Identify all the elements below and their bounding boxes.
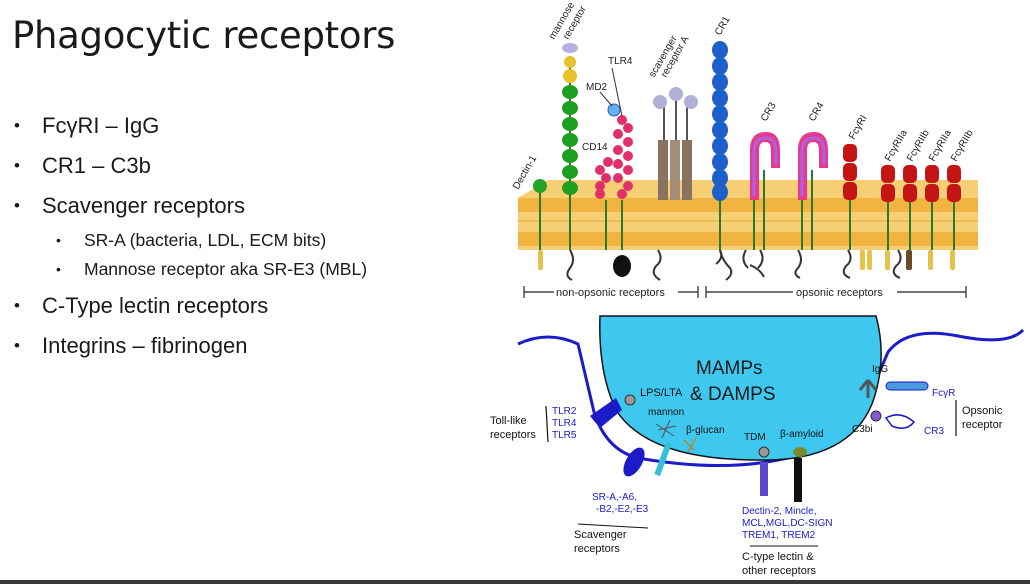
label-bamyloid: β-amyloid: [780, 429, 824, 440]
c3bi-ligand: [870, 410, 882, 422]
label-tlr5: TLR5: [552, 430, 577, 441]
tdm-ligand: [758, 446, 770, 458]
label-fcgriib-2: FcγRIIb: [949, 128, 976, 164]
slide-title: Phagocytic receptors: [12, 14, 396, 57]
label-dectin2-a: Dectin-2, Mincle,: [742, 506, 816, 517]
damps-title: & DAMPS: [690, 384, 776, 405]
cr4-receptor: [798, 132, 828, 250]
clr-receptor-shape: [794, 458, 802, 502]
label-bglucan: β-glucan: [686, 425, 725, 436]
igg-shape: [858, 379, 878, 398]
label-fcgr: FcγR: [932, 388, 955, 399]
label-mannon: mannon: [648, 407, 684, 418]
label-cd14: CD14: [582, 142, 608, 153]
cell-membrane: [518, 180, 978, 250]
fc-receptor-tails: [538, 250, 955, 270]
cr1-receptor: [712, 41, 728, 250]
label-tlr4-bottom: TLR4: [552, 418, 577, 429]
label-fcgri: FcγRI: [847, 113, 870, 141]
label-sra-1: SR-A,-A6,: [592, 492, 637, 503]
label-c3bi: C3bi: [852, 424, 873, 435]
bullet-item: Scavenger receptors: [12, 186, 367, 226]
scavenger-underline: [577, 523, 649, 529]
sub-bullet-item: Mannose receptor aka SR-E3 (MBL): [12, 255, 367, 284]
intracellular-tails: [566, 249, 902, 281]
label-igg: IgG: [872, 364, 888, 375]
bullet-item: CR1 – C3b: [12, 146, 367, 186]
label-tlr2: TLR2: [552, 406, 577, 417]
opsonic-label: opsonic receptors: [796, 287, 883, 299]
tlr-receptor-shape: [590, 398, 622, 428]
label-toll-receptors: receptors: [490, 429, 536, 441]
label-cr4: CR4: [807, 100, 827, 123]
cr3-receptor-shape: [884, 414, 916, 429]
label-opsonic: Opsonic: [962, 405, 1003, 417]
label-dectin2-c: TREM1, TREM2: [742, 530, 816, 541]
scavenger-receptor-bar: [654, 441, 672, 477]
label-toll-like: Toll-like: [490, 415, 527, 427]
mannose-receptor: [562, 43, 578, 250]
label-ctype-other: other receptors: [742, 565, 816, 577]
label-opsonic-receptor: receptor: [962, 419, 1003, 431]
mamps-bowl: [599, 315, 882, 461]
label-lps: LPS/LTA: [640, 387, 683, 399]
tlr-bracket: [545, 405, 549, 443]
label-ctype: C-type lectin &: [742, 551, 814, 563]
sub-bullet-item: SR-A (bacteria, LDL, ECM bits): [12, 226, 367, 255]
bamyloid-ligand: [793, 447, 807, 457]
label-cr1: CR1: [713, 14, 733, 37]
mamps-title: MAMPs: [696, 358, 763, 379]
scavenger-receptor-shape: [623, 447, 645, 477]
receptor-membrane-figure: mannose receptor Dectin-1 TLR4 MD2 CD14 …: [511, 0, 978, 299]
dectin1-receptor: [533, 179, 547, 250]
fcgr-receptor-shape: [885, 381, 929, 391]
bullet-item: Integrins – fibrinogen: [12, 326, 367, 366]
label-cr3-bottom: CR3: [924, 426, 944, 437]
lps-ligand: [624, 394, 636, 406]
label-leaders: [599, 67, 623, 117]
label-scavenger-receptors: receptors: [574, 543, 620, 555]
label-dectin2-b: MCL,MGL,DC-SIGN: [742, 518, 833, 529]
mannon-glyph: [655, 419, 677, 439]
bglucan-glyph: [683, 437, 697, 453]
label-cr3: CR3: [759, 100, 779, 123]
label-scavenger: Scavenger: [574, 529, 627, 541]
cr3-receptor: [750, 132, 780, 250]
bullet-item: C-Type lectin receptors: [12, 286, 367, 326]
bullet-list: FcγRI – IgG CR1 – C3b Scavenger receptor…: [12, 106, 367, 366]
dectin-receptor-shape: [760, 462, 768, 496]
tlr-tail-domain: [613, 255, 631, 277]
label-tdm: TDM: [744, 432, 766, 443]
phagocyte-pathway-figure: MAMPs & DAMPS LPS/LTA mannon β-glucan TD…: [490, 315, 1025, 577]
label-md2: MD2: [586, 82, 608, 93]
label-sra-2: -B2,-E2,-E3: [596, 504, 649, 515]
scavenger-receptor-a: [653, 87, 698, 200]
non-opsonic-label: non-opsonic receptors: [556, 287, 665, 299]
tlr4-complex: [595, 103, 633, 250]
fc-receptors: [843, 144, 961, 250]
slide-bottom-bar: [0, 580, 1030, 584]
label-tlr4: TLR4: [608, 56, 633, 67]
bullet-item: FcγRI – IgG: [12, 106, 367, 146]
